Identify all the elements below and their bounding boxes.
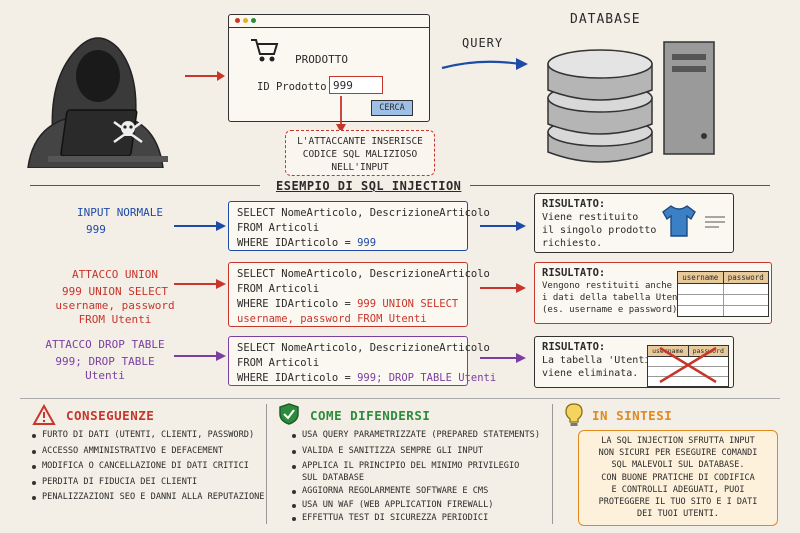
window-dot-icon xyxy=(235,18,240,23)
table-row xyxy=(678,306,768,316)
sql-line: WHERE IDArticolo = 999; DROP TABLE Utent… xyxy=(237,372,497,384)
row-drop-input: 999; DROP TABLE Utenti xyxy=(55,355,155,382)
sql-line: username, password FROM Utenti xyxy=(237,313,427,325)
arrow-icon xyxy=(440,56,530,78)
arrow-icon xyxy=(478,350,528,369)
text-lines-icon xyxy=(705,214,727,234)
table-row xyxy=(648,367,728,377)
divider xyxy=(552,404,553,524)
sql-query-union: SELECT NomeArticolo, DescrizioneArticolo… xyxy=(228,262,490,327)
result-text: Viene restituito il singolo prodotto ric… xyxy=(542,212,657,249)
consequences-list: FURTO DI DATI (UTENTI, CLIENTI, PASSWORD… xyxy=(30,430,282,508)
result-title: RISULTATO: xyxy=(542,267,606,279)
table-header: password xyxy=(727,273,764,282)
row-union-input: 999 UNION SELECT username, password FROM… xyxy=(55,285,175,326)
list-item: USA QUERY PARAMETRIZZATE (PREPARED STATE… xyxy=(292,430,562,442)
sql-line: FROM Articoli xyxy=(237,357,320,369)
cross-icon xyxy=(659,346,717,384)
sql-query-normal: SELECT NomeArticolo, DescrizioneArticolo… xyxy=(228,201,490,251)
hacker-illustration xyxy=(8,18,178,169)
database-title: DATABASE xyxy=(570,12,641,27)
window-titlebar xyxy=(229,15,429,28)
sql-line: WHERE IDArticolo = 999 UNION SELECT xyxy=(237,298,459,310)
sql-injected-value: 999 xyxy=(357,237,377,249)
attacker-note: L'ATTACCANTE INSERISCE CODICE SQL MALIZI… xyxy=(285,130,435,176)
id-input[interactable]: 999 xyxy=(329,76,383,94)
table-row xyxy=(678,295,768,306)
defend-title: COME DIFENDERSI xyxy=(310,408,431,423)
product-title: PRODOTTO xyxy=(295,53,348,66)
window-dot-icon xyxy=(251,18,256,23)
deleted-table: username password xyxy=(647,345,729,387)
sql-line: FROM Articoli xyxy=(237,222,320,234)
cart-icon xyxy=(249,37,279,67)
arrow-icon xyxy=(478,280,528,299)
table-row xyxy=(648,357,728,367)
result-normal: RISULTATO: Viene restituito il singolo p… xyxy=(534,193,734,253)
table-header: password xyxy=(692,347,724,355)
leaked-users-table: username password xyxy=(677,271,769,317)
shield-check-icon xyxy=(278,402,300,430)
arrow-down-icon xyxy=(335,96,347,138)
sql-injected-value: 999; DROP TABLE Utenti xyxy=(357,372,497,384)
database-icon xyxy=(540,32,660,176)
divider xyxy=(20,398,780,399)
list-item: AGGIORNA REGOLARMENTE SOFTWARE E CMS xyxy=(292,486,562,498)
table-row xyxy=(678,284,768,295)
result-union: RISULTATO: Vengono restituiti anche i da… xyxy=(534,262,772,324)
sql-query-drop: SELECT NomeArticolo, DescrizioneArticolo… xyxy=(228,336,497,386)
warning-icon xyxy=(32,403,56,430)
arrow-icon xyxy=(478,218,528,237)
lightbulb-icon xyxy=(564,402,584,432)
divider xyxy=(266,404,267,524)
sql-line: WHERE IDArticolo = 999 xyxy=(237,237,377,249)
result-text: La tabella 'Utenti' viene eliminata. xyxy=(542,355,657,379)
consequences-title: CONSEGUENZE xyxy=(66,408,155,423)
summary-box: LA SQL INJECTION SFRUTTA INPUT NON SICUR… xyxy=(578,430,778,526)
sql-line: FROM Articoli xyxy=(237,283,320,295)
row-drop-label: ATTACCO DROP TABLE 999; DROP TABLE Utent… xyxy=(30,338,180,383)
tshirt-icon xyxy=(659,204,699,242)
list-item: ACCESSO AMMINISTRATIVO E DEFACEMENT xyxy=(32,446,282,458)
product-search-window: PRODOTTO ID Prodotto: 999 CERCA xyxy=(228,14,430,122)
sql-line: SELECT NomeArticolo, DescrizioneArticolo xyxy=(237,207,490,219)
row-union-title: ATTACCO UNION xyxy=(71,268,159,281)
defend-list: USA QUERY PARAMETRIZZATE (PREPARED STATE… xyxy=(290,430,562,529)
list-item: USA UN WAF (WEB APPLICATION FIREWALL) xyxy=(292,500,562,512)
result-title: RISULTATO: xyxy=(542,341,606,353)
list-item: FURTO DI DATI (UTENTI, CLIENTI, PASSWORD… xyxy=(32,430,282,442)
list-item: MODIFICA O CANCELLAZIONE DI DATI CRITICI xyxy=(32,461,282,473)
list-item: VALIDA E SANITIZZA SEMPRE GLI INPUT xyxy=(292,446,562,458)
arrow-icon xyxy=(183,68,227,87)
list-item: PENALIZZAZIONI SEO E DANNI ALLA REPUTAZI… xyxy=(32,492,282,504)
list-item: EFFETTUA TEST DI SICUREZZA PERIODICI xyxy=(292,513,562,525)
row-normal-label: INPUT NORMALE 999 xyxy=(50,206,190,237)
query-label: QUERY xyxy=(462,36,504,50)
sql-line: SELECT NomeArticolo, DescrizioneArticolo xyxy=(237,342,490,354)
row-drop-title: ATTACCO DROP TABLE xyxy=(45,338,165,351)
arrow-icon xyxy=(172,348,228,367)
row-normal-title: INPUT NORMALE xyxy=(76,206,164,219)
table-header: username xyxy=(648,346,689,356)
list-item: PERDITA DI FIDUCIA DEI CLIENTI xyxy=(32,477,282,489)
arrow-icon xyxy=(172,218,228,237)
summary-title: IN SINTESI xyxy=(592,408,673,423)
row-normal-input: 999 xyxy=(86,223,106,236)
server-icon xyxy=(662,40,718,162)
result-title: RISULTATO: xyxy=(542,198,606,210)
divider xyxy=(30,185,260,186)
table-header: username xyxy=(678,272,724,283)
divider xyxy=(470,185,770,186)
search-button[interactable]: CERCA xyxy=(371,100,413,116)
sql-line: SELECT NomeArticolo, DescrizioneArticolo xyxy=(237,268,490,280)
arrow-icon xyxy=(172,276,228,295)
list-item: APPLICA IL PRINCIPIO DEL MINIMO PRIVILEG… xyxy=(292,461,562,484)
result-drop: RISULTATO: La tabella 'Utenti' viene eli… xyxy=(534,336,734,388)
window-dot-icon xyxy=(243,18,248,23)
sql-injected-value: 999 UNION SELECT xyxy=(357,298,459,310)
id-label: ID Prodotto: xyxy=(257,81,333,93)
section-title: ESEMPIO DI SQL INJECTION xyxy=(276,179,462,193)
row-union-label: ATTACCO UNION 999 UNION SELECT username,… xyxy=(40,268,190,327)
result-text: Vengono restituiti anche i dati della ta… xyxy=(542,281,689,315)
